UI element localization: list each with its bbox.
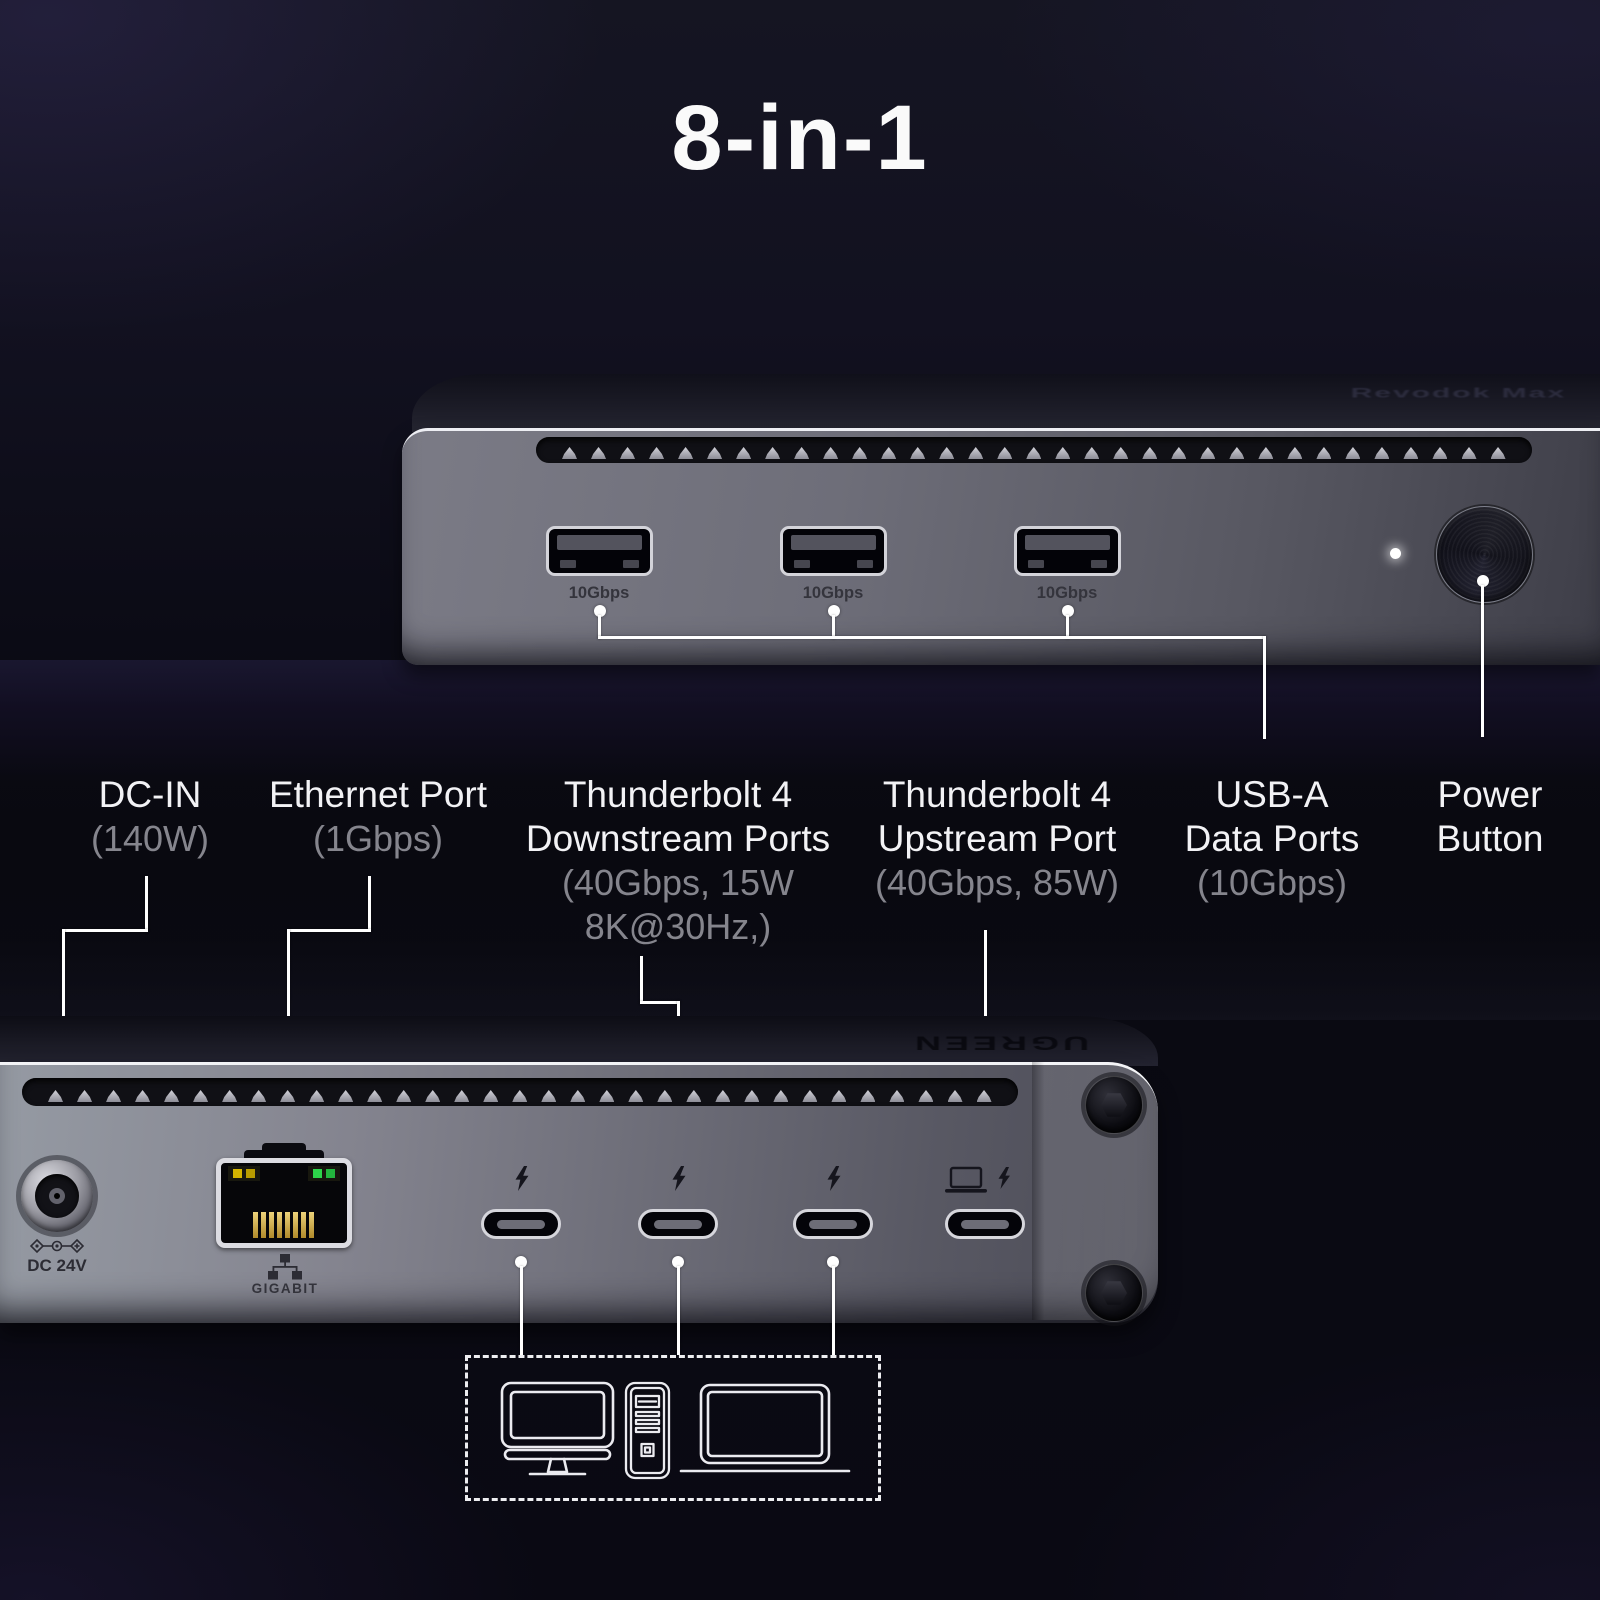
hex-screw bbox=[1085, 1264, 1143, 1322]
thunderbolt-downstream-port bbox=[793, 1209, 873, 1239]
dock-front-top-surface: Revodok Max bbox=[412, 374, 1600, 432]
callout-label-power: Power Button bbox=[1436, 774, 1544, 859]
callout-line bbox=[598, 636, 1266, 639]
laptop-icon bbox=[679, 1383, 851, 1473]
callout-line bbox=[640, 1001, 680, 1004]
callout-line bbox=[520, 1266, 523, 1355]
laptop-host-icon bbox=[945, 1166, 1010, 1193]
dock-rear-top-surface: UGREEN bbox=[0, 1016, 1158, 1066]
port-speed-label: 10Gbps bbox=[568, 584, 630, 602]
floor-glow-bottom bbox=[0, 940, 1600, 1020]
power-led bbox=[1390, 548, 1401, 559]
callout-label-dc-in: DC-IN (140W) bbox=[90, 774, 210, 859]
callout-dot bbox=[1477, 575, 1489, 587]
callout-dot bbox=[827, 1256, 839, 1268]
callout-dot bbox=[828, 605, 840, 617]
callout-dot bbox=[515, 1256, 527, 1268]
ethernet-port-label: GIGABIT bbox=[251, 1281, 319, 1296]
usb-a-tongue bbox=[791, 535, 876, 550]
vent-grille bbox=[536, 437, 1532, 463]
callout-dot bbox=[672, 1256, 684, 1268]
page-title: 8-in-1 bbox=[671, 87, 929, 189]
callout-label-usb-a: USB-A Data Ports (10Gbps) bbox=[1184, 774, 1360, 903]
callout-line bbox=[1481, 585, 1484, 737]
usb-a-port bbox=[1014, 526, 1121, 576]
thunderbolt-upstream-port bbox=[945, 1209, 1025, 1239]
ethernet-pins bbox=[253, 1212, 314, 1238]
port-speed-label: 10Gbps bbox=[802, 584, 864, 602]
callout-dot bbox=[1062, 605, 1074, 617]
desktop-monitor-icon bbox=[500, 1381, 615, 1476]
hex-screw bbox=[1085, 1076, 1143, 1134]
power-button bbox=[1436, 506, 1533, 603]
callout-dot bbox=[594, 605, 606, 617]
port-speed-label: 10Gbps bbox=[1036, 584, 1098, 602]
pc-tower-icon bbox=[624, 1381, 671, 1480]
brand-engraving: Revodok Max bbox=[1350, 386, 1566, 401]
connected-devices-box bbox=[465, 1355, 881, 1501]
ethernet-port-latch bbox=[262, 1143, 306, 1155]
callout-label-ethernet: Ethernet Port (1Gbps) bbox=[268, 774, 488, 859]
brand-engraving: UGREEN bbox=[910, 1032, 1090, 1055]
network-nodes-icon bbox=[268, 1254, 302, 1280]
thunderbolt-icon bbox=[827, 1166, 841, 1191]
dc-polarity-icon bbox=[29, 1238, 85, 1254]
thunderbolt-downstream-port bbox=[481, 1209, 561, 1239]
callout-line bbox=[287, 929, 371, 932]
usb-a-port bbox=[780, 526, 887, 576]
vent-grille bbox=[22, 1078, 1018, 1106]
usb-a-port bbox=[546, 526, 653, 576]
callout-line bbox=[677, 1266, 680, 1355]
callout-line bbox=[598, 615, 601, 639]
callout-line bbox=[1066, 615, 1069, 639]
dc-in-port bbox=[21, 1160, 93, 1232]
ethernet-led-right bbox=[308, 1166, 340, 1181]
thunderbolt-icon bbox=[672, 1166, 686, 1191]
thunderbolt-downstream-port bbox=[638, 1209, 718, 1239]
ethernet-led-left bbox=[228, 1166, 260, 1181]
callout-line bbox=[832, 615, 835, 639]
callout-line bbox=[1263, 636, 1266, 739]
callout-line bbox=[145, 876, 148, 932]
floor-glow-top bbox=[0, 660, 1600, 780]
dc-port-label: DC 24V bbox=[27, 1256, 87, 1275]
usb-a-tongue bbox=[1025, 535, 1110, 550]
callout-label-tb-downstream: Thunderbolt 4 Downstream Ports (40Gbps, … bbox=[525, 774, 831, 947]
callout-line bbox=[62, 929, 148, 932]
callout-line bbox=[832, 1266, 835, 1355]
callout-line bbox=[368, 876, 371, 932]
thunderbolt-icon bbox=[515, 1166, 529, 1191]
callout-line bbox=[640, 956, 643, 1004]
callout-label-tb-upstream: Thunderbolt 4 Upstream Port (40Gbps, 85W… bbox=[874, 774, 1120, 903]
usb-a-tongue bbox=[557, 535, 642, 550]
